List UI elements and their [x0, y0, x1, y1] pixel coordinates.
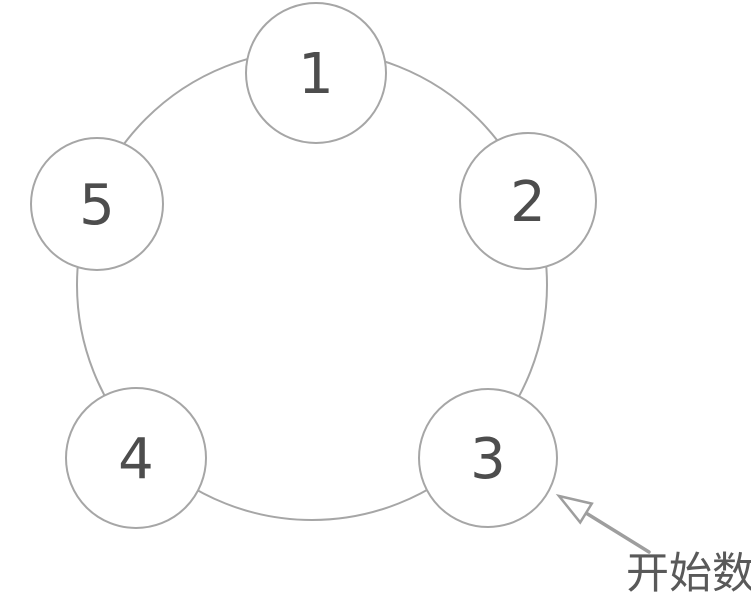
node-label-3: 3: [470, 427, 506, 492]
node-1: 1: [245, 2, 387, 144]
node-circle-3: [418, 388, 558, 528]
node-circle-2: [459, 132, 597, 270]
arrow-head-icon: [555, 493, 594, 525]
node-label-2: 2: [510, 170, 546, 235]
node-2: 2: [459, 132, 597, 270]
start-arrow-icon: [555, 493, 651, 554]
node-5: 5: [30, 137, 164, 271]
node-4: 4: [65, 387, 207, 529]
node-label-5-circle: [30, 137, 164, 271]
node-label-4: 4: [118, 427, 154, 492]
node-label-1: 1: [298, 42, 334, 107]
annotation-start-count: 开始数: [626, 549, 751, 599]
node-circle-1: [245, 2, 387, 144]
node-3: 3: [418, 388, 558, 528]
node-label-5: 5: [79, 173, 115, 238]
arrow-shaft: [584, 511, 651, 554]
node-circle-4: [65, 387, 207, 529]
